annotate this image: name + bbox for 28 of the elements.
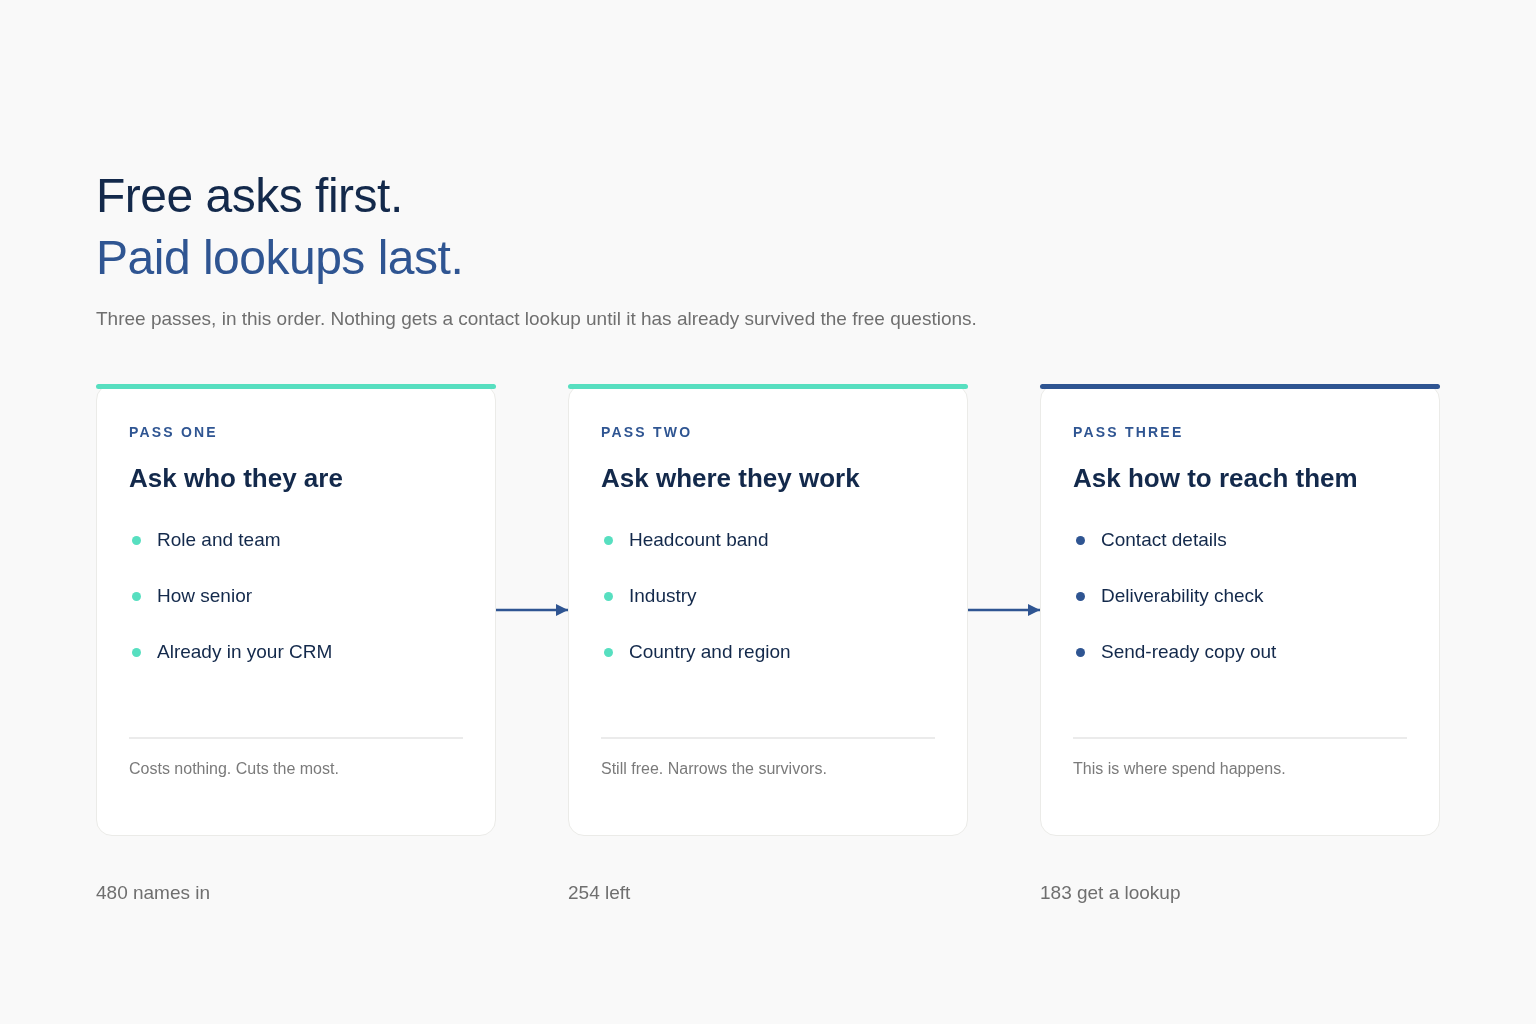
pass-label: PASS THREE: [1073, 423, 1184, 441]
bullet-text: Deliverability check: [1101, 584, 1264, 608]
card-heading: Ask how to reach them: [1073, 462, 1358, 494]
card-note: This is where spend happens.: [1073, 759, 1286, 779]
bullet-text: How senior: [157, 584, 253, 608]
bullet-text: Contact details: [1101, 528, 1227, 552]
pass-label: PASS ONE: [129, 423, 218, 441]
bullet-text: Send-ready copy out: [1101, 640, 1277, 664]
pass-card: [1040, 384, 1440, 836]
bullet-text: Already in your CRM: [157, 640, 333, 664]
count-label: 183 get a lookup: [1040, 882, 1181, 904]
arrow: [968, 604, 1040, 616]
bullet-text: Headcount band: [629, 528, 769, 552]
page-title: Free asks first. Paid lookups last.: [96, 168, 465, 286]
card-note: Costs nothing. Cuts the most.: [129, 759, 339, 779]
pass-label: PASS TWO: [601, 423, 693, 441]
arrow: [496, 604, 568, 616]
bullet-text: Industry: [629, 584, 697, 608]
card-heading: Ask who they are: [129, 462, 343, 494]
count-label: 254 left: [568, 882, 631, 904]
pass-card: [96, 384, 496, 836]
pass-card: [568, 384, 968, 836]
bullet-text: Country and region: [629, 640, 791, 664]
card-note: Still free. Narrows the survivors.: [601, 759, 827, 779]
subtitle: Three passes, in this order. Nothing gets a contact lookup until it has already survived the free questions.: [96, 307, 977, 331]
count-label: 480 names in: [96, 882, 211, 904]
bullet-text: Role and team: [157, 528, 281, 552]
card-heading: Ask where they work: [601, 462, 860, 494]
